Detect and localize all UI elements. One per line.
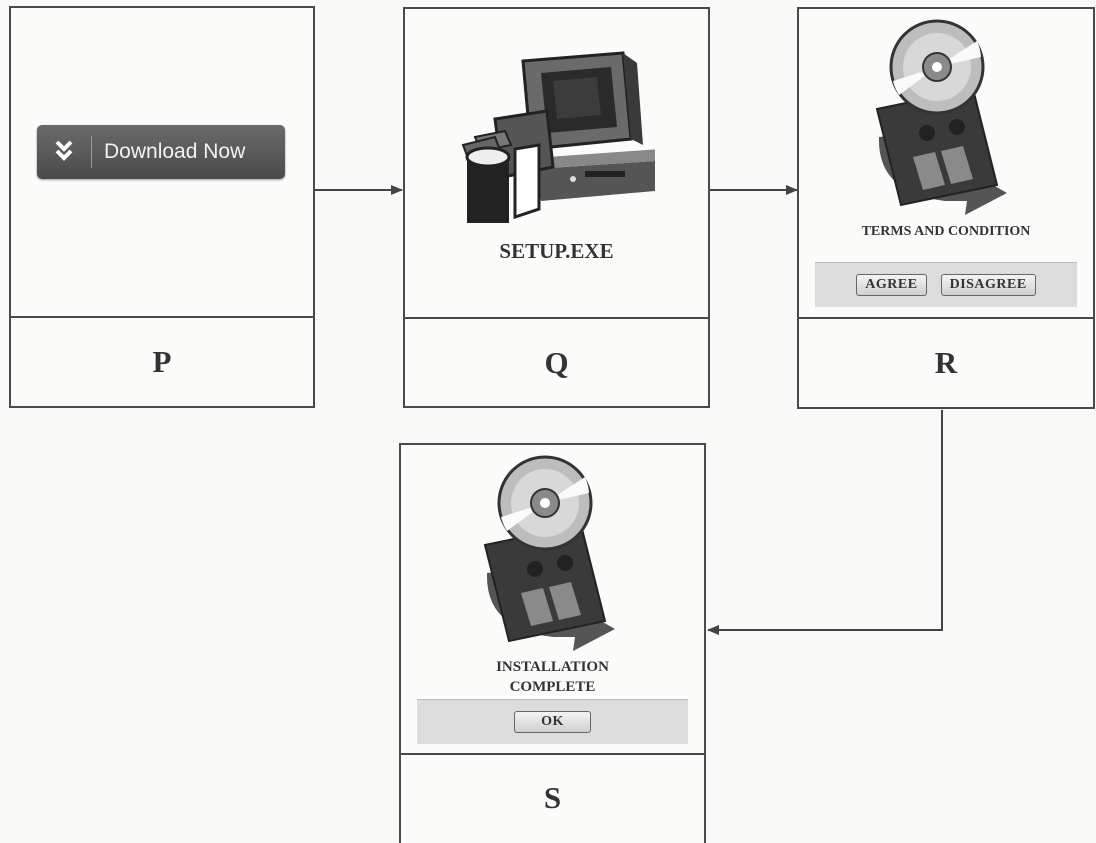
setup-exe-caption: SETUP.EXE	[499, 239, 614, 263]
download-now-button[interactable]: Download Now	[37, 125, 285, 179]
download-now-label: Download Now	[104, 140, 246, 163]
panel-q-screen: SETUP.EXE	[405, 9, 708, 319]
panel-s-screen: INSTALLATION COMPLETE OK	[401, 445, 704, 755]
panel-r-label-row: R	[799, 319, 1093, 407]
agree-button[interactable]: AGREE	[856, 274, 927, 296]
ok-button[interactable]: OK	[514, 711, 591, 733]
panel-r-label: R	[934, 345, 958, 380]
panel-q: SETUP.EXE Q	[403, 7, 710, 408]
ok-button-bar: OK	[417, 699, 688, 744]
panel-r-screen: TERMS AND CONDITION AGREE DISAGREE	[799, 9, 1093, 319]
button-separator	[91, 136, 92, 168]
arrow-r-to-s	[707, 410, 943, 635]
panel-q-label: Q	[544, 344, 569, 380]
installation-complete-caption: INSTALLATION COMPLETE	[401, 657, 704, 697]
terms-button-bar: AGREE DISAGREE	[815, 262, 1077, 307]
panel-p-label: P	[152, 344, 172, 379]
panel-q-label-row: Q	[405, 319, 708, 406]
disagree-button[interactable]: DISAGREE	[940, 274, 1036, 296]
caption-line-2: COMPLETE	[509, 679, 596, 695]
panel-p-screen: Download Now	[11, 8, 313, 318]
panel-s: INSTALLATION COMPLETE OK S	[399, 443, 706, 843]
cd-floppy-install-icon	[875, 19, 1007, 215]
panel-s-label: S	[543, 780, 562, 815]
terms-caption: TERMS AND CONDITION	[861, 224, 1031, 239]
panel-s-label-row: S	[401, 753, 704, 843]
cd-floppy-install-icon	[483, 455, 615, 651]
download-chevrons-icon	[37, 139, 91, 165]
panel-r: TERMS AND CONDITION AGREE DISAGREE R	[797, 7, 1095, 409]
panel-p: Download Now P	[9, 6, 315, 408]
computer-setup-icon	[461, 51, 655, 223]
panel-p-label-row: P	[11, 318, 313, 406]
caption-line-1: INSTALLATION	[496, 659, 609, 675]
